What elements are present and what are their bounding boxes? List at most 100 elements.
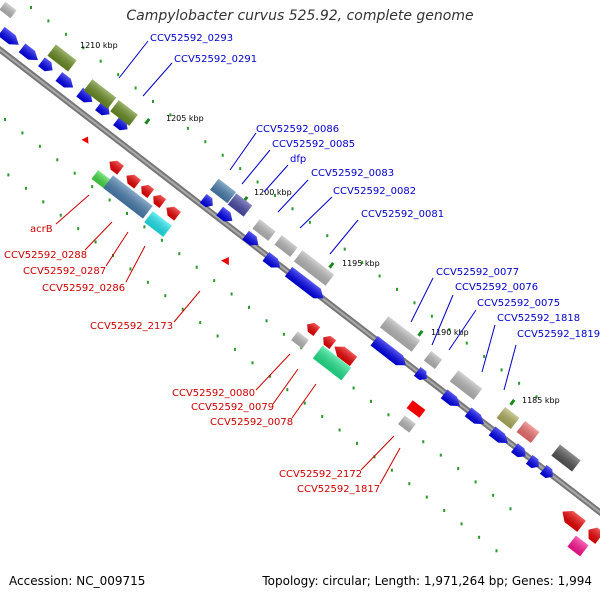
- gene-block: [47, 44, 77, 72]
- gene-forward: [413, 366, 427, 381]
- track-dot: [474, 480, 477, 484]
- track-dot: [7, 173, 10, 177]
- gene-reverse: [562, 511, 586, 532]
- label-ccv52592-2172: CCV52592_2172: [279, 469, 362, 480]
- label-ccv52592-0288: CCV52592_0288: [4, 250, 87, 261]
- track-dot: [204, 140, 207, 144]
- track-dot: [169, 113, 172, 117]
- track-dot: [535, 395, 538, 399]
- gene-forward: [511, 443, 526, 458]
- label-acrb: acrB: [30, 224, 53, 235]
- track-dot: [143, 225, 146, 229]
- gene-reverse: [166, 206, 181, 221]
- track-dot: [457, 467, 460, 470]
- track-dot: [321, 415, 324, 418]
- gene-reverse: [588, 527, 600, 544]
- markers: [81, 136, 426, 418]
- track-dot: [117, 73, 120, 77]
- track-dot: [30, 6, 32, 9]
- label-ccv52592-0083: CCV52592_0083: [311, 168, 394, 179]
- track-dot: [396, 287, 398, 291]
- label-ccv52592-0286: CCV52592_0286: [42, 283, 125, 294]
- track-dot: [443, 509, 446, 512]
- label-ccv52592-2173: CCV52592_2173: [90, 321, 173, 332]
- label-ccv52592-0075: CCV52592_0075: [477, 298, 560, 309]
- track-dot: [268, 374, 271, 378]
- track-dot: [256, 180, 259, 184]
- gene-forward: [199, 193, 213, 208]
- track-dot: [82, 46, 85, 50]
- gene-block: [274, 235, 298, 257]
- track-dot: [338, 428, 341, 432]
- tick-1205: 1205 kbp: [166, 114, 204, 123]
- gene-block: [551, 444, 581, 472]
- gene-forward: [262, 252, 281, 268]
- gene-block: [423, 350, 443, 370]
- gene-reverse: [334, 346, 358, 367]
- label-ccv52592-0085: CCV52592_0085: [272, 139, 355, 150]
- label-ccv52592-1818: CCV52592_1818: [497, 313, 580, 324]
- label-ccv52592-0081: CCV52592_0081: [361, 209, 444, 220]
- label-ccv52592-0078: CCV52592_0078: [210, 417, 293, 428]
- gene-block: [516, 420, 540, 444]
- track-dot: [265, 319, 268, 323]
- track-dot: [199, 321, 202, 325]
- gene-block: [312, 345, 352, 381]
- track-dot: [129, 267, 132, 271]
- track-dot: [343, 247, 346, 251]
- topology-summary: Topology: circular; Length: 1,971,264 bp…: [262, 574, 592, 588]
- track-dot: [56, 158, 59, 162]
- track-dot: [495, 549, 498, 553]
- track-dot: [439, 453, 442, 457]
- track-dot: [286, 388, 289, 392]
- gene-forward: [0, 26, 19, 45]
- gene-reverse: [109, 160, 124, 175]
- label-ccv52592-1819: CCV52592_1819: [517, 329, 600, 340]
- gene-forward: [284, 266, 324, 299]
- gene-forward: [488, 426, 508, 444]
- gene-forward: [18, 43, 38, 61]
- gene-reverse: [126, 174, 141, 189]
- track-dot: [164, 294, 167, 298]
- gene-features: [0, 1, 600, 557]
- gene-block: [83, 79, 117, 109]
- track-dot: [308, 220, 311, 224]
- track-dot: [186, 126, 189, 130]
- accession-text: Accession: NC_009715: [9, 574, 146, 588]
- track-dot: [24, 186, 27, 190]
- gene-block: [110, 100, 138, 126]
- track-dot: [42, 200, 45, 204]
- track-dot: [274, 193, 276, 197]
- track-dot: [160, 238, 163, 242]
- label-ccv52592-0287: CCV52592_0287: [23, 266, 106, 277]
- label-ccv52592-0082: CCV52592_0082: [333, 186, 416, 197]
- track-dot: [126, 212, 128, 215]
- track-dot: [352, 386, 355, 390]
- track-dot: [430, 314, 433, 318]
- track-dot: [448, 328, 451, 332]
- track-dot: [378, 274, 381, 278]
- track-dot: [47, 19, 50, 23]
- track-dot: [291, 207, 294, 211]
- track-dot: [230, 292, 233, 296]
- tick-1210: 1210 kbp: [80, 41, 118, 50]
- gene-block: [567, 535, 589, 557]
- label-ccv52592-1817: CCV52592_1817: [297, 484, 380, 495]
- track-dot: [181, 307, 184, 311]
- figure-title: Campylobacter curvus 525.92, complete ge…: [126, 8, 474, 24]
- gene-block: [0, 1, 17, 19]
- track-dot: [73, 171, 76, 175]
- track-dot: [303, 401, 306, 405]
- track-dot: [500, 368, 503, 372]
- track-dot: [216, 334, 219, 338]
- track-dot: [146, 280, 149, 284]
- track-dot: [282, 332, 285, 336]
- gene-forward: [38, 57, 53, 72]
- label-ccv52592-0086: CCV52592_0086: [256, 124, 339, 135]
- gene-forward: [55, 72, 74, 88]
- track-dot: [361, 261, 364, 264]
- track-dot: [99, 59, 102, 63]
- gene-forward: [525, 454, 539, 469]
- track-dot: [21, 131, 24, 135]
